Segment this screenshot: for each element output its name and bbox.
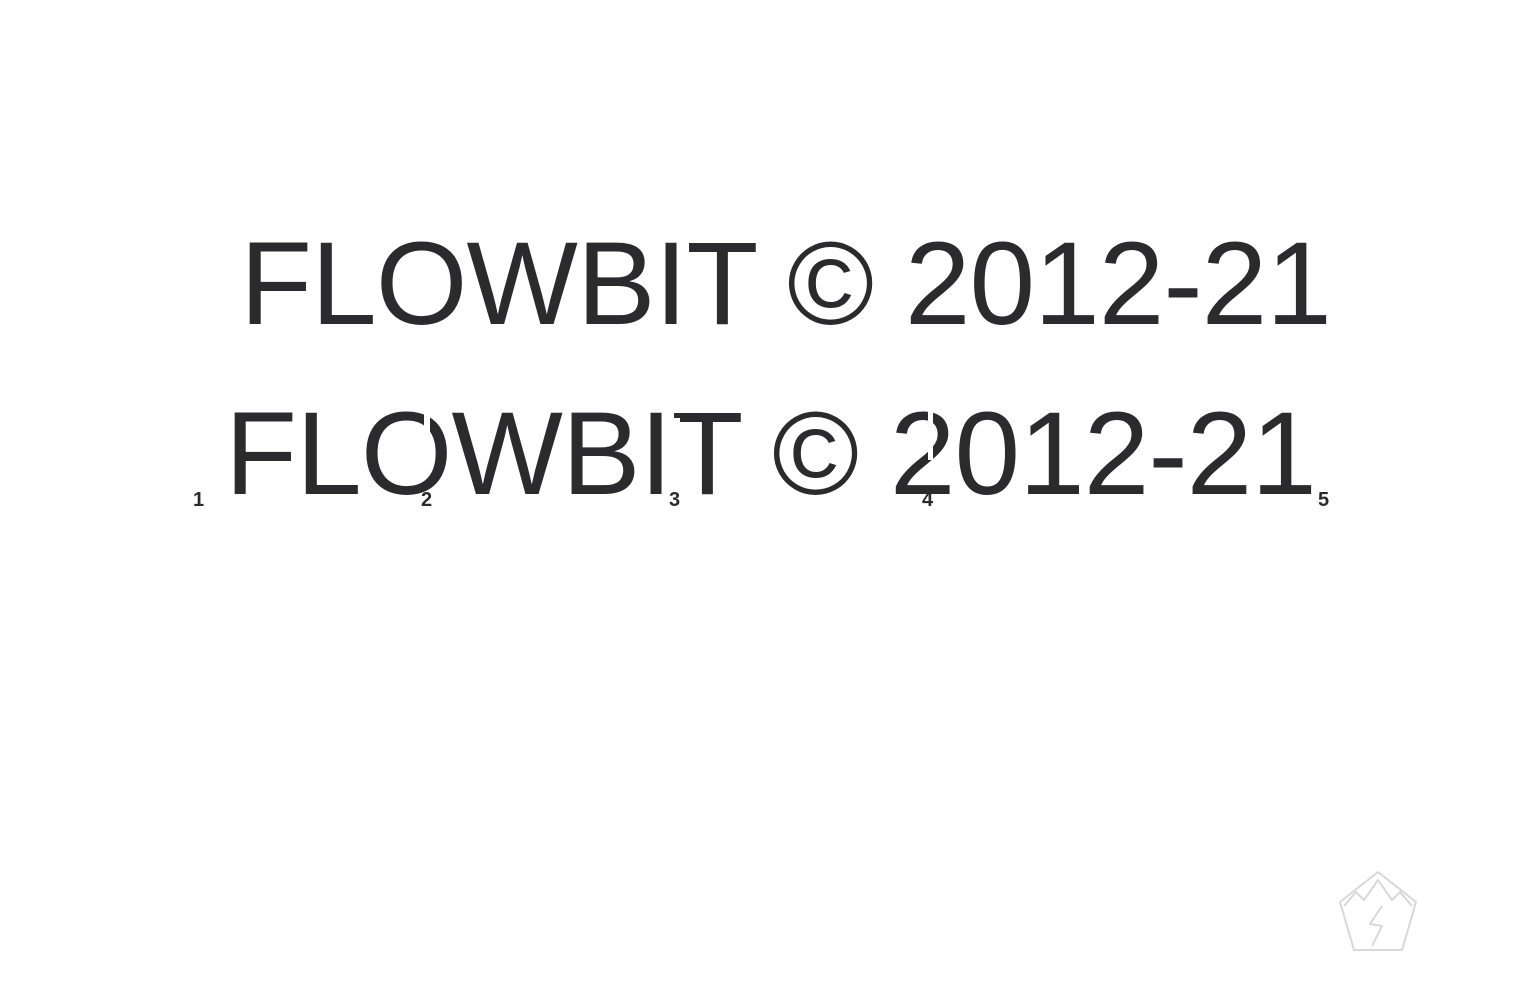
mountain-lightning-pentagon-icon — [1339, 871, 1417, 951]
glitch-cut-2 — [672, 418, 680, 484]
marker-2: 2 — [421, 489, 433, 511]
copyright-line-1: FLOWBIT © 2012-21 — [240, 218, 1332, 350]
glitch-cut-1 — [424, 404, 430, 436]
marker-5: 5 — [1318, 489, 1330, 511]
glitch-cut-3 — [928, 404, 933, 460]
marker-4: 4 — [922, 489, 934, 511]
copyright-line-2: FLOWBIT © 2012-21 — [225, 388, 1317, 520]
marker-1: 1 — [193, 489, 205, 511]
marker-3: 3 — [669, 489, 681, 511]
glitch-cut-4 — [1250, 404, 1256, 432]
